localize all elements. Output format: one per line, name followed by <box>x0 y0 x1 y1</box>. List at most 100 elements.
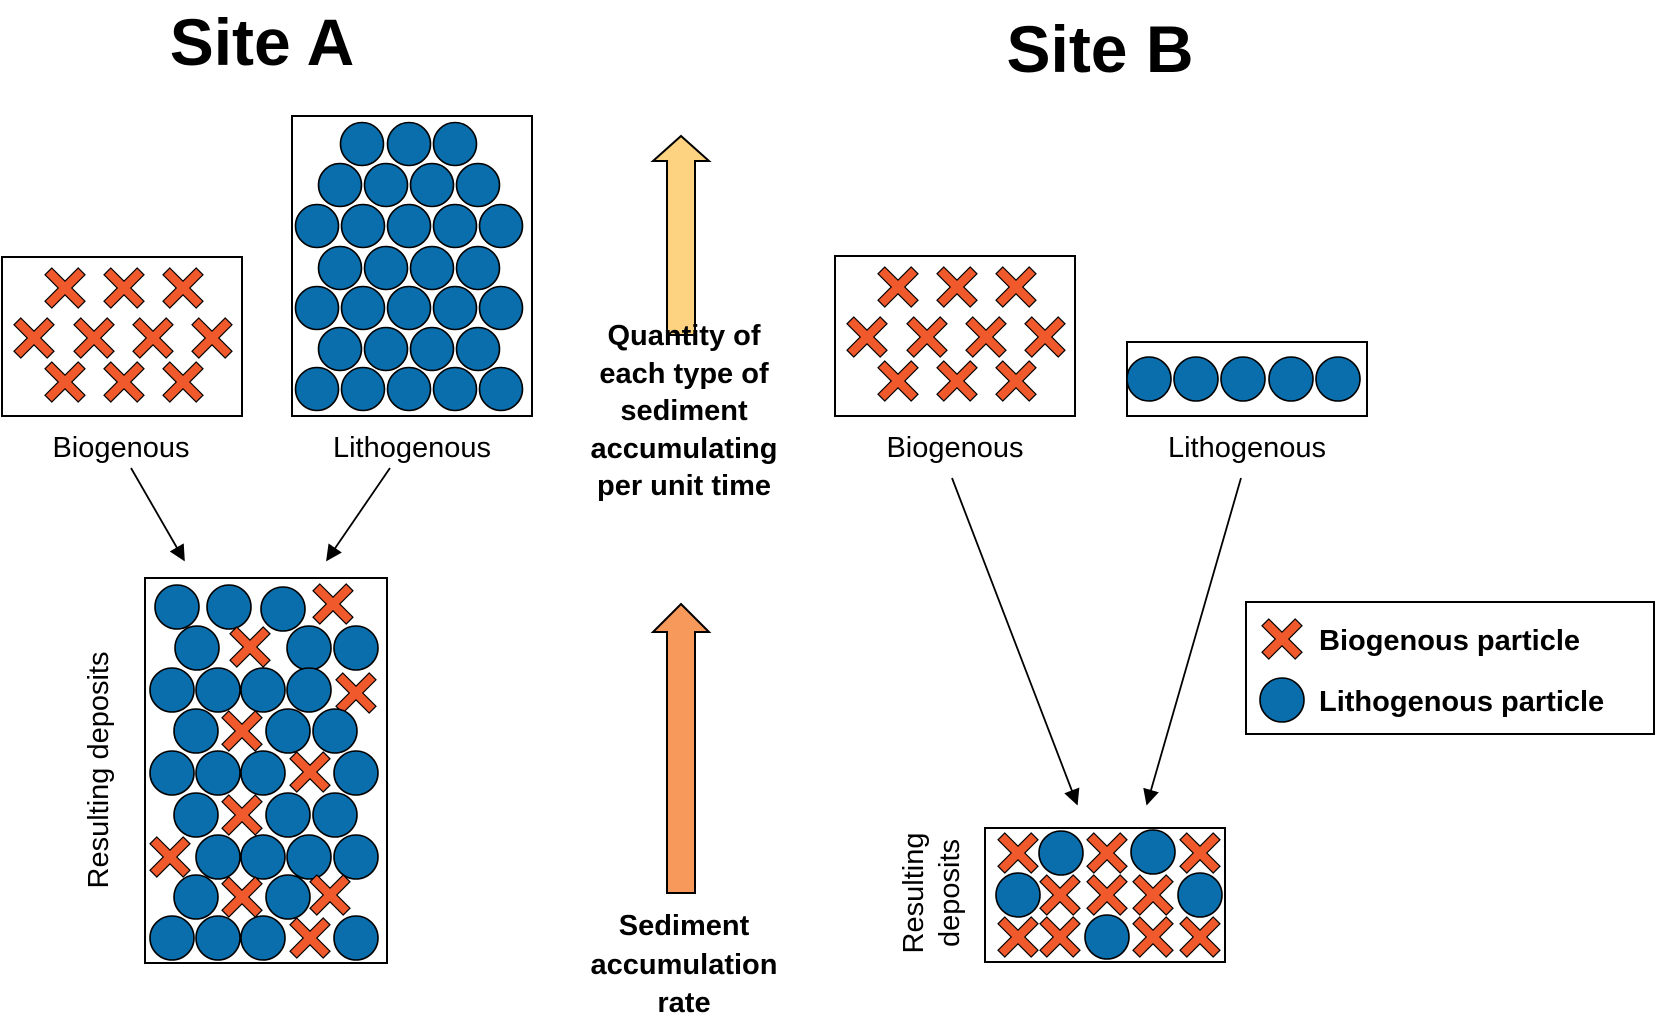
site-a-biogenous-arrow <box>130 467 185 562</box>
quantity-up-arrow <box>650 134 712 336</box>
biogenous-particle <box>309 874 351 916</box>
legend-biogenous-label: Biogenous particle <box>1319 625 1580 657</box>
lithogenous-particle <box>317 245 363 291</box>
lithogenous-particle <box>478 366 524 412</box>
biogenous-particle <box>221 794 263 836</box>
lithogenous-particle <box>286 625 332 671</box>
lithogenous-particle <box>363 326 409 372</box>
biogenous-particle <box>1179 832 1221 874</box>
biogenous-particle <box>191 317 233 359</box>
lithogenous-particle <box>478 203 524 249</box>
biogenous-particle <box>1086 832 1128 874</box>
lithogenous-particle <box>312 792 358 838</box>
site-b-biogenous-label: Biogenous <box>886 432 1023 464</box>
lithogenous-particle <box>333 834 379 880</box>
biogenous-particle <box>73 317 115 359</box>
lithogenous-particle <box>386 285 432 331</box>
site-a-biogenous-particles <box>13 267 233 403</box>
biogenous-particle <box>132 317 174 359</box>
lithogenous-particle <box>340 366 386 412</box>
biogenous-particle <box>162 361 204 403</box>
lithogenous-particle <box>340 203 386 249</box>
site-a-lithogenous-label: Lithogenous <box>333 432 491 464</box>
biogenous-particle <box>149 836 191 878</box>
lithogenous-particle <box>455 245 501 291</box>
biogenous-particle <box>103 361 145 403</box>
lithogenous-particle <box>1177 872 1223 918</box>
biogenous-particle <box>221 710 263 752</box>
lithogenous-particle <box>333 750 379 796</box>
site-b-biogenous-arrow <box>951 477 1080 806</box>
quantity-line-4: accumulating <box>591 433 778 465</box>
biogenous-particle <box>1086 874 1128 916</box>
lithogenous-particle <box>173 708 219 754</box>
biogenous-particle <box>162 267 204 309</box>
rate-line-2: accumulation <box>591 949 778 981</box>
quantity-line-1: Quantity of <box>607 320 760 352</box>
lithogenous-particle <box>173 874 219 920</box>
lithogenous-particle <box>154 584 200 630</box>
biogenous-particle <box>289 917 331 959</box>
lithogenous-particle <box>317 162 363 208</box>
lithogenous-particle <box>386 366 432 412</box>
legend-box <box>1245 601 1655 735</box>
lithogenous-particle <box>432 285 478 331</box>
lithogenous-particle <box>240 834 286 880</box>
site-b-deposits-label-line-1: Resulting <box>898 833 930 954</box>
lithogenous-particle <box>195 915 241 961</box>
lithogenous-particle <box>174 625 220 671</box>
lithogenous-particle <box>312 708 358 754</box>
lithogenous-particle <box>195 750 241 796</box>
biogenous-particle <box>44 267 86 309</box>
lithogenous-particle <box>455 326 501 372</box>
lithogenous-particle <box>1130 829 1176 875</box>
lithogenous-particle <box>1038 830 1084 876</box>
site-b-lithogenous-arrow <box>1143 477 1242 806</box>
lithogenous-particle <box>333 915 379 961</box>
lithogenous-particle <box>260 586 306 632</box>
lithogenous-particle <box>1315 356 1361 402</box>
site-a-biogenous-label: Biogenous <box>52 432 189 464</box>
lithogenous-particle <box>149 667 195 713</box>
biogenous-particle <box>906 316 948 358</box>
lithogenous-particle <box>339 121 385 167</box>
biogenous-particle <box>44 361 86 403</box>
site-b-lithogenous-particles <box>1126 356 1361 402</box>
biogenous-particle <box>936 360 978 402</box>
quantity-line-5: per unit time <box>597 470 771 502</box>
lithogenous-particle <box>1220 356 1266 402</box>
biogenous-particle <box>229 626 271 668</box>
lithogenous-particle <box>265 708 311 754</box>
lithogenous-particle <box>432 203 478 249</box>
lithogenous-particle <box>294 285 340 331</box>
biogenous-particle <box>289 751 331 793</box>
lithogenous-particle <box>363 162 409 208</box>
lithogenous-particle <box>286 834 332 880</box>
lithogenous-particle <box>240 667 286 713</box>
lithogenous-particle <box>455 162 501 208</box>
lithogenous-particle <box>333 625 379 671</box>
legend-lithogenous-label: Lithogenous particle <box>1319 686 1604 718</box>
site-b-deposits-label-line-2: deposits <box>934 839 966 947</box>
lithogenous-particle <box>409 326 455 372</box>
biogenous-particle <box>312 583 354 625</box>
lithogenous-particle <box>1259 677 1305 723</box>
biogenous-particle <box>997 916 1039 958</box>
lithogenous-particle <box>386 121 432 167</box>
biogenous-particle <box>103 267 145 309</box>
biogenous-particle <box>335 672 377 714</box>
biogenous-particle <box>1261 618 1303 660</box>
lithogenous-particle <box>240 915 286 961</box>
lithogenous-particle <box>265 874 311 920</box>
lithogenous-particle <box>995 872 1041 918</box>
lithogenous-particle <box>1268 356 1314 402</box>
biogenous-particle <box>13 317 55 359</box>
lithogenous-particle <box>206 584 252 630</box>
site-a-lithogenous-particles <box>294 121 524 412</box>
rate-up-arrow <box>650 602 712 894</box>
quantity-line-3: sediment <box>620 395 748 427</box>
biogenous-particle <box>1039 874 1081 916</box>
site-b-deposit-particles <box>995 829 1223 960</box>
legend-marks <box>1259 618 1305 723</box>
